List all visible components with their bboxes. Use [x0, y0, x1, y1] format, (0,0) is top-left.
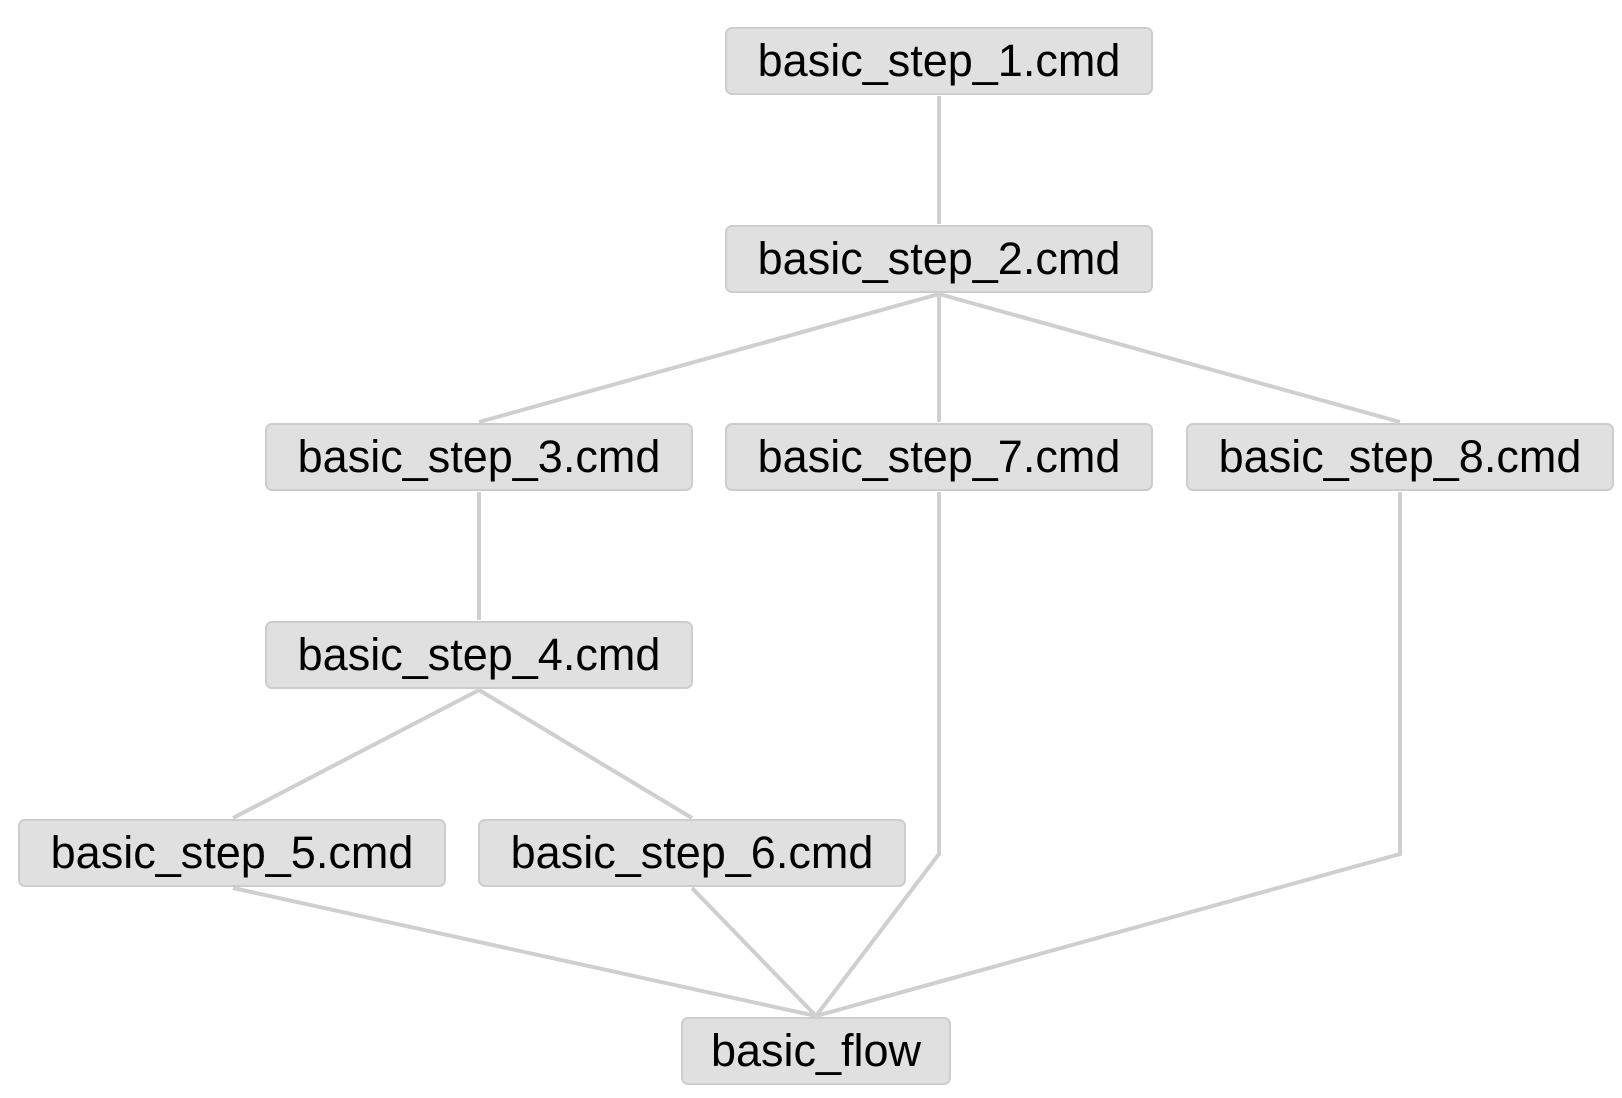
node-label: basic_step_3.cmd [297, 431, 661, 482]
node-label: basic_step_1.cmd [757, 35, 1121, 86]
node-label: basic_step_4.cmd [297, 629, 661, 680]
node-basic-step-5[interactable]: basic_step_5.cmd [18, 819, 446, 887]
node-basic-step-2[interactable]: basic_step_2.cmd [725, 225, 1153, 293]
node-basic-step-8[interactable]: basic_step_8.cmd [1186, 423, 1614, 491]
edge-step2-step8 [938, 292, 1401, 424]
edge-step8-flow [815, 492, 1402, 1018]
edge-step4-step6 [477, 688, 694, 820]
edge-step7-flow [814, 492, 941, 1018]
node-basic-step-3[interactable]: basic_step_3.cmd [265, 423, 693, 491]
node-basic-step-6[interactable]: basic_step_6.cmd [478, 819, 906, 887]
edge-step6-flow [690, 886, 818, 1018]
node-basic-step-4[interactable]: basic_step_4.cmd [265, 621, 693, 689]
edge-step2-step3 [478, 292, 940, 424]
node-basic-step-7[interactable]: basic_step_7.cmd [725, 423, 1153, 491]
edge-step5-flow [232, 886, 817, 1018]
node-basic-step-1[interactable]: basic_step_1.cmd [725, 27, 1153, 95]
node-label: basic_flow [710, 1025, 922, 1076]
node-label: basic_step_7.cmd [757, 431, 1121, 482]
node-label: basic_step_8.cmd [1218, 431, 1582, 482]
edge-step4-step5 [232, 688, 480, 820]
node-label: basic_step_6.cmd [510, 827, 874, 878]
node-label: basic_step_2.cmd [757, 233, 1121, 284]
node-basic-flow[interactable]: basic_flow [681, 1017, 951, 1085]
node-label: basic_step_5.cmd [50, 827, 414, 878]
